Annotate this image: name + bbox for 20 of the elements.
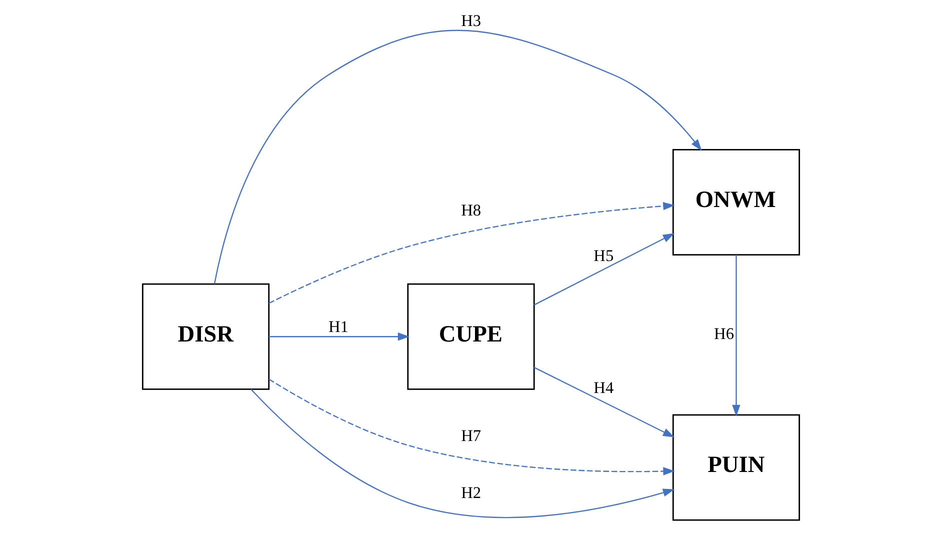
arrow <box>732 254 740 417</box>
edge-label: H4 <box>594 378 614 397</box>
edge-label: H8 <box>461 200 482 220</box>
arrow <box>268 378 675 476</box>
edge-label: H5 <box>594 246 614 265</box>
edge-label: H6 <box>714 324 734 344</box>
edge-label: H7 <box>461 426 482 445</box>
arrow <box>214 30 702 284</box>
arrow <box>250 388 675 518</box>
node-box: DISR <box>142 283 270 390</box>
arrow <box>534 233 675 306</box>
arrow <box>268 202 675 304</box>
node-box: ONWM <box>672 148 800 256</box>
node-box: CUPE <box>407 283 535 390</box>
arrow <box>268 332 410 341</box>
edge-label: H3 <box>461 11 482 30</box>
edge-label: H1 <box>328 317 348 336</box>
arrow <box>534 366 675 438</box>
node-box: PUIN <box>672 414 800 521</box>
edge-label: H2 <box>461 483 482 502</box>
